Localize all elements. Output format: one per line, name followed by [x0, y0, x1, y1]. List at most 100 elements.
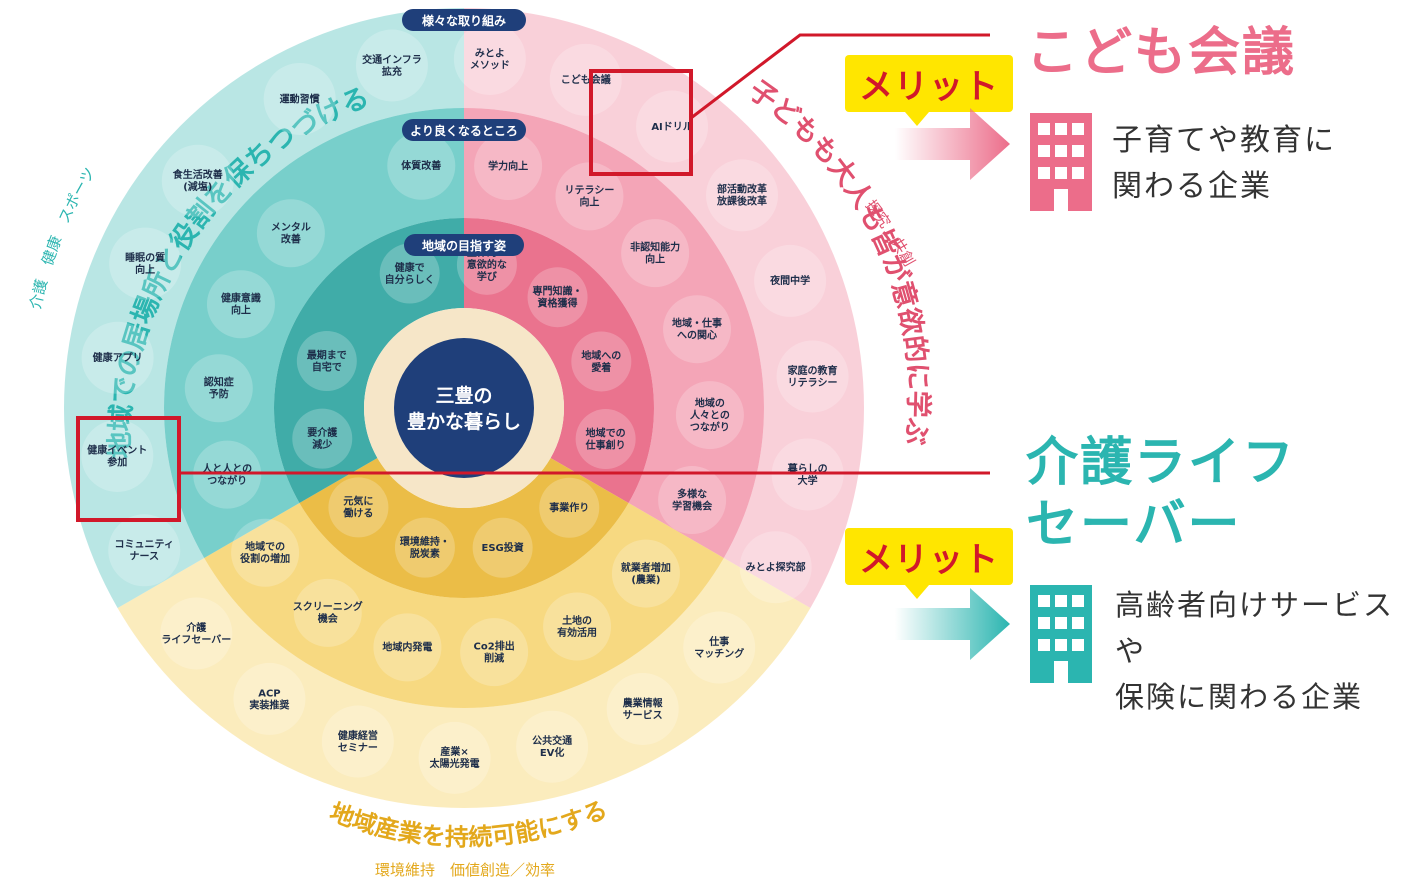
- callout-1-merit-badge: メリット: [845, 55, 1013, 126]
- svg-text:地域の目指す姿: 地域の目指す姿: [422, 238, 506, 253]
- middle-bubble: [658, 466, 727, 535]
- outer-label: リテラシー: [788, 377, 838, 389]
- svg-text:三豊の: 三豊の: [435, 384, 492, 407]
- svg-text:様々な取り組み: 様々な取り組み: [422, 13, 506, 28]
- inner-label: 意欲的な: [467, 258, 507, 271]
- middle-label: 就業者増加: [621, 561, 671, 574]
- outer-bubble: [355, 29, 428, 102]
- middle-bubble: [184, 354, 253, 423]
- middle-label: 土地の: [562, 614, 592, 627]
- ring-sector-teal-1: [63, 8, 464, 608]
- outer-item: こども会議: [549, 43, 622, 116]
- inner-label: 元気に: [343, 495, 373, 508]
- middle-label: 機会: [318, 612, 338, 625]
- connector-kodomo: [690, 33, 990, 120]
- outer-bubble: [81, 419, 154, 492]
- middle-label: 有効活用: [557, 626, 597, 639]
- outer-bubble: [321, 705, 394, 778]
- outer-label: 太陽光発電: [429, 757, 480, 770]
- middle-bubble: [621, 219, 690, 288]
- outer-item: 夜間中学: [754, 244, 827, 317]
- outer-bubble: [754, 244, 827, 317]
- outer-item: みとよ探究部: [739, 531, 812, 604]
- banner-middle: より良くなるところ: [402, 119, 526, 141]
- middle-label: つながり: [690, 420, 730, 433]
- callout-1-title: こども会議: [1026, 23, 1297, 83]
- outer-label: 介護: [185, 621, 207, 634]
- callout-2-title-line1: 介護ライフ: [1026, 433, 1297, 493]
- outer-label: 向上: [135, 263, 155, 276]
- outer-bubble: [516, 710, 589, 783]
- outer-bubble: [81, 321, 154, 394]
- middle-bubble: [373, 613, 442, 682]
- middle-bubble: [474, 131, 543, 200]
- outer-label: 公共交通: [532, 734, 572, 747]
- callout-1-arrow-icon: [895, 108, 1010, 180]
- outer-label: 健康アプリ: [93, 351, 143, 364]
- middle-label: 人々との: [690, 408, 730, 421]
- outer-label: マッチング: [694, 647, 744, 660]
- middle-label: 向上: [645, 252, 665, 265]
- middle-label: 地域の: [695, 396, 725, 409]
- middle-label: 削減: [484, 651, 504, 664]
- highlight-kaigo: [76, 416, 181, 522]
- middle-item: 就業者増加(農業): [611, 539, 680, 608]
- middle-label: 学力向上: [488, 159, 528, 172]
- outer-item: AIドリル: [636, 90, 709, 163]
- middle-label: (農業): [631, 573, 660, 586]
- outer-label: 家庭の教育: [788, 364, 838, 377]
- middle-bubble: [611, 539, 680, 608]
- outer-label: 交通インフラ: [362, 53, 422, 66]
- outer-bubble: [606, 672, 679, 745]
- inner-label: 仕事創り: [585, 438, 626, 451]
- middle-label: 学習機会: [672, 499, 712, 512]
- inner-label: 地域への: [581, 349, 621, 362]
- callout-2-line2: 保険に関わる企業: [1115, 680, 1364, 714]
- outer-label: 仕事: [708, 635, 729, 648]
- svg-text:豊かな暮らし: 豊かな暮らし: [407, 410, 521, 433]
- goal-diagram: 地域での居場所と役割を保ちつづける 介護 健康 スポーツ 子どもも大人も皆が意欲…: [26, 8, 990, 879]
- middle-label: メンタル: [271, 222, 311, 234]
- outer-bubble: [109, 227, 182, 300]
- inner-label: 自宅で: [312, 360, 342, 373]
- inner-bubble: [394, 517, 455, 578]
- outer-label: セミナー: [338, 742, 378, 754]
- middle-label: 健康意識: [221, 292, 261, 305]
- outer-label: メソッド: [470, 59, 510, 71]
- middle-item: 体質改善: [387, 131, 456, 200]
- ring-sector-teal-2: [164, 108, 465, 558]
- outer-label: ACP: [258, 688, 280, 699]
- outer-bubble: [549, 43, 622, 116]
- inner-bubble: [379, 243, 440, 304]
- ring-sector-yellow-3: [299, 458, 629, 598]
- inner-item: 専門知識・資格獲得: [527, 267, 588, 328]
- outer-bubble: [233, 662, 306, 735]
- middle-label: 予防: [209, 388, 229, 401]
- ring-sector-yellow-1: [117, 558, 811, 808]
- inner-label: 自分らしく: [385, 273, 435, 286]
- middle-bubble: [387, 131, 456, 200]
- inner-bubble: [328, 477, 389, 538]
- outer-label: 参加: [107, 455, 127, 468]
- inner-label: 環境維持・: [400, 535, 450, 548]
- middle-label: 体質改善: [401, 159, 441, 172]
- outer-item: 食生活改善(減塩): [161, 144, 234, 217]
- middle-label: スクリーニング: [293, 600, 363, 613]
- outer-label: 産業×: [440, 745, 468, 758]
